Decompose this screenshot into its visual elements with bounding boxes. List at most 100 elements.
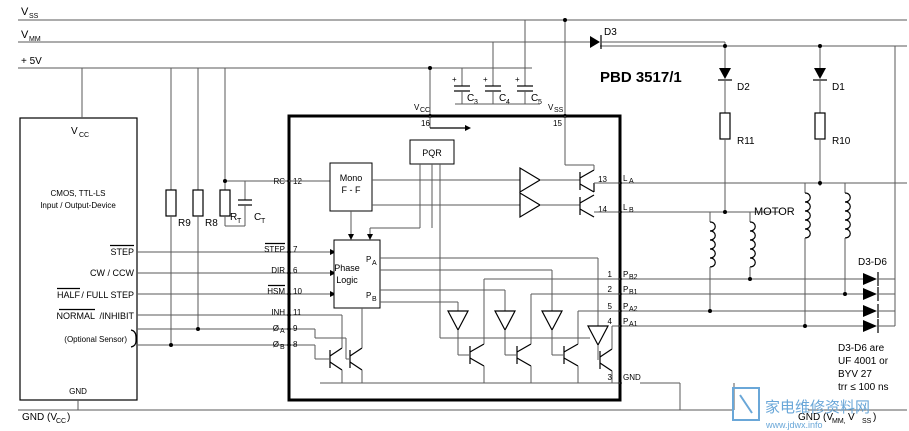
chip-left-pins: RC 12 STEP 7 DIR 6 HSM 10 INH 11 Ø A 9 Ø…: [264, 177, 330, 351]
r10-label: R10: [832, 136, 851, 147]
c4-plus: +: [483, 75, 488, 84]
pa-label: P: [366, 255, 371, 264]
note-line-1: D3-D6 are: [838, 343, 885, 354]
pin-pa1-label: P: [623, 317, 628, 326]
pin-rc-label: RC: [273, 177, 285, 186]
d2-label: D2: [737, 82, 750, 93]
pin-15: 15: [553, 119, 562, 128]
pqr-label: PQR: [422, 148, 442, 158]
pin-pb1-sub: B1: [629, 289, 638, 296]
pin-13: 13: [598, 175, 607, 184]
pin-pb2-label: P: [623, 270, 628, 279]
rt-sub: T: [237, 218, 242, 225]
c5-plus: +: [515, 75, 520, 84]
note-line-2: UF 4001 or: [838, 356, 889, 367]
phase-logic-line2: Logic: [336, 275, 358, 285]
rt-label: R: [230, 212, 237, 223]
vcc-pin-label: V: [414, 103, 420, 112]
motor-label: MOTOR: [754, 206, 795, 218]
pin-gnd-label: GND: [623, 373, 641, 382]
c3-sub: 3: [474, 99, 478, 106]
pin-14: 14: [598, 205, 607, 214]
pin-16: 16: [421, 119, 430, 128]
controller-gnd: GND: [69, 387, 87, 396]
supply-rails: V SS V MM + 5V: [18, 6, 907, 69]
phase-logic-block: [333, 239, 381, 309]
gnd-vcc-close: ): [67, 412, 70, 423]
inhibit-label: /INHIBIT: [99, 311, 134, 321]
watermark-url: www.jdwx.info: [765, 420, 823, 430]
pin-pa2-sub: A2: [629, 306, 638, 313]
pin-step-label: STEP: [264, 245, 285, 254]
pin-lb-label: L: [623, 203, 628, 212]
normal-label: NORMAL: [56, 311, 95, 321]
pbd-chip-outline: [287, 114, 622, 402]
r11-label: R11: [737, 136, 755, 147]
pb-label: P: [366, 291, 371, 300]
pin-1: 1: [608, 270, 613, 279]
c3-plus: +: [452, 75, 457, 84]
pullup-network: R9 R8 R T C T: [165, 68, 290, 347]
pin-11: 11: [293, 308, 302, 317]
vmm-rail-label: V: [21, 29, 29, 41]
pin-8: 8: [293, 340, 298, 349]
half-label: HALF: [57, 290, 81, 300]
pa-sub: A: [372, 260, 377, 267]
pin-pa2-label: P: [623, 302, 628, 311]
mono-ff-line2: F - F: [342, 185, 361, 195]
chip-internals: Mono F - F PQR Phase Logic P A P B: [300, 116, 620, 384]
cw-ccw-label: CW / CCW: [90, 268, 134, 278]
note-line-4: trr ≤ 100 ns: [838, 382, 889, 393]
control-lines: [137, 249, 336, 346]
pin-phib-label: Ø: [273, 340, 279, 349]
pin-10: 10: [293, 287, 302, 296]
gnd-right-sub: MM,: [832, 418, 846, 425]
motor-windings: MOTOR: [620, 181, 907, 326]
gnd-right-close: ): [873, 412, 876, 423]
decoupling-caps: + C 3 + C 4 + C 5: [428, 18, 567, 116]
pin-7: 7: [293, 245, 298, 254]
vss-rail-sub: SS: [29, 13, 39, 20]
pin-pb2-sub: B2: [629, 274, 638, 281]
watermark: 家电维修资料网 www.jdwx.info: [732, 387, 870, 430]
vss-rail-label: V: [21, 6, 29, 18]
gnd-right-mid: V: [848, 412, 855, 423]
pin-pb1-label: P: [623, 285, 628, 294]
pin-6: 6: [293, 266, 298, 275]
sensor-label: (Optional Sensor): [64, 335, 127, 344]
r8-label: R8: [205, 218, 218, 229]
pin-4: 4: [608, 317, 613, 326]
pin-3: 3: [608, 373, 613, 382]
vss-pin-sub: SS: [554, 107, 564, 114]
gnd-vcc-label: GND (V: [22, 412, 57, 423]
pin-2: 2: [608, 285, 613, 294]
pin-la-sub: A: [629, 178, 634, 185]
full-step-label: / FULL STEP: [81, 290, 134, 300]
phase-logic-line1: Phase: [334, 263, 360, 273]
gnd-right-label: GND (V: [798, 412, 833, 423]
pb-sub: B: [372, 296, 377, 303]
c5-label: C: [531, 93, 538, 104]
pin-dir-label: DIR: [271, 266, 285, 275]
vcc-pin-sub: CC: [420, 107, 430, 114]
c4-label: C: [499, 93, 506, 104]
c5-sub: 5: [538, 99, 542, 106]
gnd-right-sub2: SS: [862, 418, 872, 425]
mono-ff-line1: Mono: [340, 173, 363, 183]
pqr-block: [409, 139, 455, 165]
pin-phia-sub: A: [280, 328, 285, 335]
step-label: STEP: [110, 247, 134, 257]
c3-label: C: [467, 93, 474, 104]
pin-la-label: L: [623, 174, 628, 183]
vss-pin-label: V: [548, 103, 554, 112]
ct-label: C: [254, 212, 261, 223]
controller-vcc-sub: CC: [79, 132, 89, 139]
pin-phib-sub: B: [280, 344, 285, 351]
pin-9: 9: [293, 324, 298, 333]
ct-sub: T: [261, 218, 266, 225]
output-lines: D3-D6 D3-D6 are UF 4001 or BYV 27 trr ≤ …: [620, 46, 896, 410]
r9-label: R9: [178, 218, 191, 229]
d1-label: D1: [832, 82, 845, 93]
pin-lb-sub: B: [629, 207, 634, 214]
